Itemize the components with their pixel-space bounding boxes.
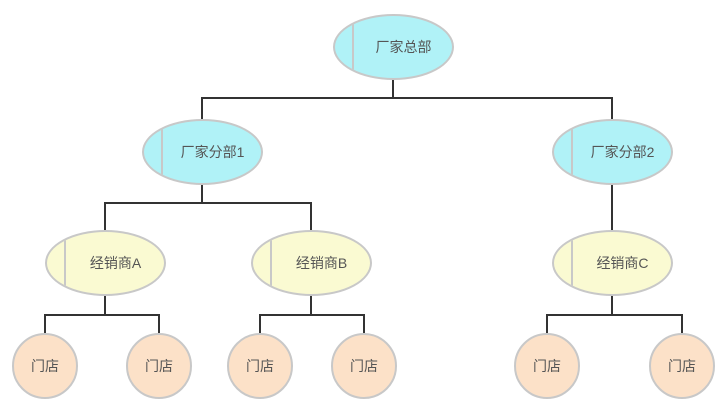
node-store-5[interactable]: 门店 xyxy=(514,333,580,399)
node-label: 经销商C xyxy=(596,255,649,271)
node-divider-line xyxy=(352,16,354,78)
connector-hq-to-branches xyxy=(201,80,613,119)
node-divider-line xyxy=(571,232,573,294)
connector-branch1-to-dealers xyxy=(104,185,312,230)
node-store-1[interactable]: 门店 xyxy=(12,333,78,399)
connector-dealerC-to-stores xyxy=(546,296,683,333)
node-factory-branch-2[interactable]: 厂家分部2 xyxy=(552,119,673,185)
node-label: 厂家总部 xyxy=(375,39,432,55)
node-divider-line xyxy=(64,232,66,294)
node-store-3[interactable]: 门店 xyxy=(227,333,293,399)
node-label: 门店 xyxy=(533,358,561,374)
node-label: 门店 xyxy=(31,358,59,374)
node-dealer-C[interactable]: 经销商C xyxy=(552,230,673,296)
node-store-6[interactable]: 门店 xyxy=(649,333,715,399)
node-factory-branch-1[interactable]: 厂家分部1 xyxy=(142,119,263,185)
node-dealer-A[interactable]: 经销商A xyxy=(45,230,166,296)
node-dealer-B[interactable]: 经销商B xyxy=(251,230,372,296)
connector-dealerA-to-stores xyxy=(44,296,160,333)
node-label: 厂家分部1 xyxy=(180,144,245,160)
node-store-2[interactable]: 门店 xyxy=(126,333,192,399)
node-label: 厂家分部2 xyxy=(590,144,655,160)
node-divider-line xyxy=(270,232,272,294)
node-label: 门店 xyxy=(145,358,173,374)
node-label: 门店 xyxy=(246,358,274,374)
connector-dealerB-to-stores xyxy=(259,296,365,333)
node-label: 经销商B xyxy=(295,255,348,271)
node-label: 门店 xyxy=(350,358,378,374)
node-divider-line xyxy=(571,121,573,183)
node-store-4[interactable]: 门店 xyxy=(331,333,397,399)
node-factory-headquarters[interactable]: 厂家总部 xyxy=(333,14,454,80)
node-label: 门店 xyxy=(668,358,696,374)
node-divider-line xyxy=(161,121,163,183)
node-label: 经销商A xyxy=(89,255,142,271)
